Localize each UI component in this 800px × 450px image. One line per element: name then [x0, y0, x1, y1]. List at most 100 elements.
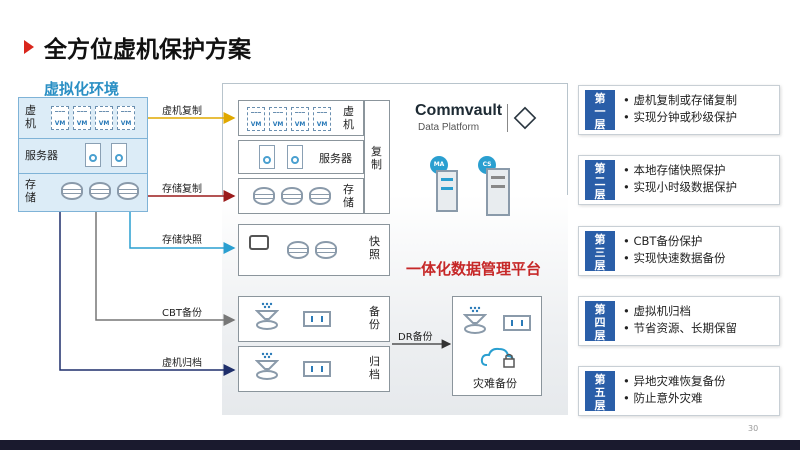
backup-box: 备 份: [238, 296, 390, 342]
server-icon: [287, 145, 303, 169]
camera-icon: [249, 235, 269, 250]
vm-icon: VM: [313, 107, 331, 131]
layer-bullet: • 实现分钟或秒级保护: [623, 110, 737, 124]
layer-tag: 第 四 层: [585, 301, 615, 342]
ma-badge: MA: [430, 156, 448, 174]
replicate-group-label: 复 制: [371, 145, 382, 171]
disk-icon: [253, 187, 275, 205]
vm-archive-label: 虚机归档: [162, 358, 202, 369]
layer-bullet: • 实现快速数据备份: [623, 251, 726, 265]
dr-backup-label: DR备份: [398, 332, 433, 343]
snapshot-label: 快 照: [369, 235, 380, 261]
layer-bullet: • 异地灾难恢复备份: [623, 374, 726, 388]
layer-tag: 第 三 层: [585, 231, 615, 272]
env-row-vm: 虚 机 VM VM VM VM: [19, 98, 147, 139]
server-icon: [111, 143, 127, 167]
dr-label: 灾难备份: [473, 377, 517, 390]
env-row-label: 虚 机: [25, 104, 36, 130]
env-row-label: 存 储: [25, 178, 36, 204]
server-icon: [259, 145, 275, 169]
layer-2: 第 二 层 • 本地存储快照保护 • 实现小时级数据保护: [578, 155, 780, 205]
dedupe-funnel-icon: [254, 301, 280, 331]
layer-3: 第 三 层 • CBT备份保护 • 实现快速数据备份: [578, 226, 780, 276]
layer-1: 第 一 层 • 虚机复制或存储复制 • 实现分钟或秒级保护: [578, 85, 780, 135]
env-title: 虚拟化环境: [44, 80, 120, 98]
storage-snapshot-arrow: [129, 212, 236, 254]
snapshot-box: 快 照: [238, 224, 390, 276]
vm-icon: VM: [247, 107, 265, 131]
layer-text: • 本地存储快照保护 • 实现小时级数据保护: [623, 162, 737, 196]
disk-icon: [61, 182, 83, 200]
layer-4: 第 四 层 • 虚拟机归档 • 节省资源、长期保留: [578, 296, 780, 346]
vm-icon: VM: [95, 106, 113, 130]
page-number: 30: [748, 424, 759, 433]
cloud-lock-icon: [479, 345, 519, 369]
logo-separator: [507, 104, 508, 132]
disk-icon: [281, 187, 303, 205]
vm-icon: VM: [291, 107, 309, 131]
target-storage-box: 存 储: [238, 178, 364, 214]
dedupe-funnel-icon: [462, 305, 488, 335]
vm-icon: VM: [269, 107, 287, 131]
layer-tag: 第 五 层: [585, 371, 615, 412]
layer-bullet: • 防止意外灾难: [623, 391, 703, 405]
target-vm-label: 虚 机: [343, 105, 354, 131]
layer-text: • 异地灾难恢复备份 • 防止意外灾难: [623, 373, 725, 407]
layer-bullet: • 虚拟机归档: [623, 304, 691, 318]
layer-text: • 虚拟机归档 • 节省资源、长期保留: [623, 303, 737, 337]
footer-bar: [0, 440, 800, 450]
disk-icon: [315, 241, 337, 259]
disk-icon: [309, 187, 331, 205]
target-server-box: 服务器: [238, 140, 364, 174]
disk-icon: [287, 241, 309, 259]
archive-label: 归 档: [369, 355, 380, 381]
layer-text: • CBT备份保护 • 实现快速数据备份: [623, 233, 725, 267]
cbt-backup-arrow: [95, 212, 236, 326]
env-row-storage: 存 储: [19, 173, 147, 211]
disk-icon: [117, 182, 139, 200]
layer-bullet: • CBT备份保护: [623, 234, 703, 248]
vm-replicate-label: 虚机复制: [162, 106, 202, 117]
tape-icon: [303, 311, 331, 327]
vm-icon: VM: [73, 106, 91, 130]
replicate-group: 复 制: [364, 100, 390, 214]
layer-text: • 虚机复制或存储复制 • 实现分钟或秒级保护: [623, 92, 737, 126]
layer-bullet: • 本地存储快照保护: [623, 163, 726, 177]
server-icon: [85, 143, 101, 167]
layer-tag: 第 一 层: [585, 90, 615, 131]
commvault-logo-subtitle: Data Platform: [418, 122, 480, 133]
archive-box: 归 档: [238, 346, 390, 392]
target-server-label: 服务器: [319, 152, 352, 165]
env-row-label: 服务器: [25, 149, 58, 162]
layer-bullet: • 节省资源、长期保留: [623, 321, 737, 335]
vm-icon: VM: [51, 106, 69, 130]
storage-snapshot-label: 存储快照: [162, 235, 202, 246]
dedupe-funnel-icon: [254, 351, 280, 381]
storage-replicate-label: 存储复制: [162, 184, 202, 195]
server-tower-icon: [436, 170, 458, 212]
disk-icon: [89, 182, 111, 200]
virtualization-environment: 虚 机 VM VM VM VM 服务器 存 储: [18, 97, 148, 212]
commvault-logo: Commvault: [415, 102, 503, 119]
backup-label: 备 份: [369, 305, 380, 331]
tape-icon: [303, 361, 331, 377]
cbt-backup-label: CBT备份: [162, 308, 202, 319]
vm-archive-arrow: [59, 212, 236, 376]
media-agent-server: MA: [428, 156, 458, 216]
title-marker-icon: [24, 40, 34, 54]
target-vm-box: VM VM VM VM 虚 机: [238, 100, 364, 136]
layer-5: 第 五 层 • 异地灾难恢复备份 • 防止意外灾难: [578, 366, 780, 416]
layer-bullet: • 虚机复制或存储复制: [623, 93, 737, 107]
platform-title: 一体化数据管理平台: [406, 260, 542, 278]
layer-bullet: • 实现小时级数据保护: [623, 180, 737, 194]
env-row-server: 服务器: [19, 138, 147, 174]
commserve-server: CS: [476, 156, 510, 220]
target-storage-label: 存 储: [343, 183, 354, 209]
dr-box: 灾难备份: [452, 296, 542, 396]
server-tower-icon: [486, 168, 510, 216]
layer-tag: 第 二 层: [585, 160, 615, 201]
slide-title: 全方位虚机保护方案: [44, 37, 251, 63]
tape-icon: [503, 315, 531, 331]
vm-icon: VM: [117, 106, 135, 130]
